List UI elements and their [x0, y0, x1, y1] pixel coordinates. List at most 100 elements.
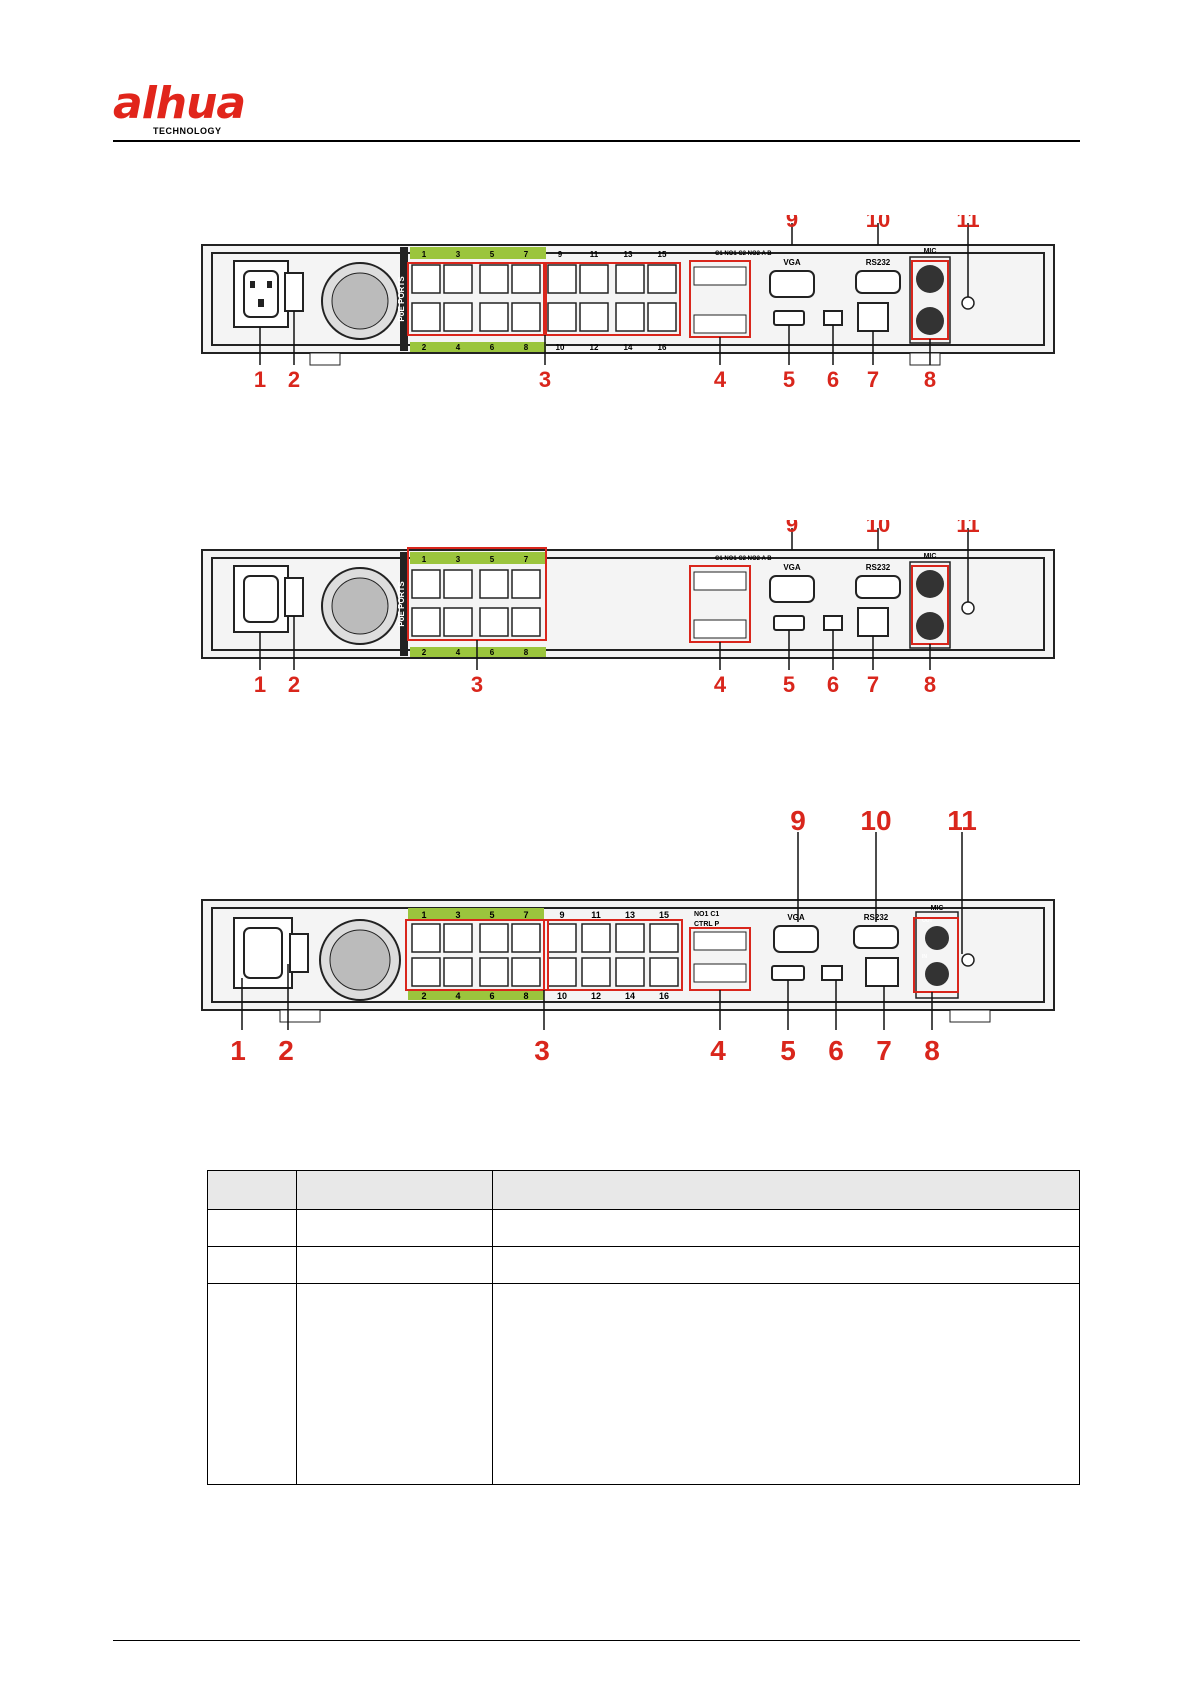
port-label: 14	[625, 991, 635, 1001]
port-label: 3	[456, 250, 461, 259]
port-label: 16	[659, 991, 669, 1001]
port-label: 4	[456, 648, 461, 657]
brand-logo-subtext: TECHNOLOGY	[153, 126, 222, 136]
alarm-port-label: C1 NO1 C2 NO2 A B	[715, 251, 772, 257]
callout-number: 2	[288, 367, 300, 392]
column-header-no	[207, 1170, 297, 1210]
port-label: 6	[490, 648, 495, 657]
mic-label: MIC	[931, 905, 944, 912]
port-label: 10	[556, 343, 565, 352]
callout-number: 2	[278, 1035, 294, 1066]
rear-panel-diagram-3: 1 3 5 7 9 11 13 15 2 4 6 8 10 12 14 16	[201, 810, 1055, 1066]
ports-description-table	[207, 1170, 1080, 1485]
port-label: 9	[558, 250, 563, 259]
port-label: 8	[524, 343, 529, 352]
alarm-port-label: C1 NO1 C2 NO2 A B	[715, 556, 772, 562]
port-label: 6	[489, 991, 494, 1001]
poe-ports-label: PoE PORTS	[397, 581, 406, 627]
port-label: 4	[455, 991, 460, 1001]
table-cell	[207, 1283, 297, 1485]
port-label: 14	[624, 343, 633, 352]
mic-in-label: IN	[922, 954, 927, 960]
poe-ports-label: PoE PORTS	[397, 276, 406, 322]
callout-number: 2	[288, 672, 300, 697]
vga-label: VGA	[787, 913, 805, 922]
port-label: 7	[524, 250, 529, 259]
callout-number: 11	[947, 810, 977, 836]
port-label: 13	[625, 910, 635, 920]
table-cell	[207, 1246, 297, 1284]
table-cell	[492, 1209, 1080, 1247]
port-label: 7	[523, 910, 528, 920]
callout-number: 7	[867, 672, 879, 697]
port-label: 15	[659, 910, 669, 920]
callout-number: 1	[230, 1035, 246, 1066]
port-label: 9	[559, 910, 564, 920]
callout-number: 6	[827, 672, 839, 697]
brand-logo-text: alhua	[113, 78, 246, 129]
callout-number: 4	[714, 672, 727, 697]
header-divider	[113, 140, 1080, 142]
callout-number: 5	[783, 672, 795, 697]
port-label: 3	[456, 555, 461, 564]
port-label: 16	[658, 343, 667, 352]
port-label: 8	[524, 648, 529, 657]
callout-number: 1	[254, 367, 266, 392]
rear-panel-figure-2: PoE PORTS 1 3 5 7 2 4 6 8 C1 NO1 C2 NO2 …	[190, 520, 1090, 720]
port-label: 3	[455, 910, 460, 920]
column-header-port-name	[296, 1170, 493, 1210]
port-label: 10	[557, 991, 567, 1001]
callout-number: 10	[860, 810, 891, 836]
callout-number: 3	[471, 672, 483, 697]
rs232-label: RS232	[866, 258, 891, 267]
table-header-row	[207, 1170, 1080, 1210]
port-label: 8	[523, 991, 528, 1001]
callout-number: 7	[867, 367, 879, 392]
table-row	[207, 1246, 1080, 1284]
alarm-bottom-label: CTRL P	[694, 921, 719, 928]
callout-number: 9	[786, 520, 798, 537]
callout-number: 8	[924, 1035, 940, 1066]
port-label: 11	[591, 910, 601, 920]
callout-number: 1	[254, 672, 266, 697]
port-label: 2	[422, 343, 427, 352]
callout-number: 6	[827, 367, 839, 392]
port-label: 2	[421, 991, 426, 1001]
port-label: 5	[490, 250, 495, 259]
port-label: 7	[524, 555, 529, 564]
port-label: 13	[624, 250, 633, 259]
table-cell	[296, 1209, 493, 1247]
callout-number: 10	[866, 520, 890, 537]
callout-number: 8	[924, 672, 936, 697]
vga-label: VGA	[783, 258, 801, 267]
port-label: 4	[456, 343, 461, 352]
table-cell	[296, 1283, 493, 1485]
mic-out-label: OUT	[922, 918, 933, 924]
callout-number: 11	[956, 215, 979, 232]
rear-panel-diagram-2: PoE PORTS 1 3 5 7 2 4 6 8 C1 NO1 C2 NO2 …	[201, 520, 1055, 697]
footer-divider	[113, 1640, 1080, 1641]
callout-number: 4	[714, 367, 727, 392]
callout-number: 7	[876, 1035, 892, 1066]
mic-label: MIC	[924, 248, 937, 255]
rear-panel-figure-3: 1 3 5 7 9 11 13 15 2 4 6 8 10 12 14 16	[190, 810, 1090, 1090]
port-label: 11	[590, 250, 599, 259]
callout-number: 9	[786, 215, 798, 232]
table-cell	[296, 1246, 493, 1284]
page-header: alhua TECHNOLOGY	[113, 82, 246, 137]
vga-label: VGA	[783, 563, 801, 572]
port-label: 1	[422, 555, 427, 564]
port-label: 2	[422, 648, 427, 657]
port-label: 1	[422, 250, 427, 259]
callout-number: 5	[783, 367, 795, 392]
callout-number: 9	[790, 810, 806, 836]
callout-number: 3	[539, 367, 551, 392]
table-cell	[492, 1283, 1080, 1485]
table-cell	[207, 1209, 297, 1247]
rear-panel-diagram-1: PoE PORTS 1 3 5 7 9 11 13 15 2 4 6 8 10 …	[201, 215, 1055, 392]
port-label: 5	[490, 555, 495, 564]
callout-number: 4	[710, 1035, 726, 1066]
callout-number: 11	[956, 520, 979, 537]
port-label: 12	[590, 343, 599, 352]
alarm-top-label: NO1 C1	[694, 911, 719, 918]
